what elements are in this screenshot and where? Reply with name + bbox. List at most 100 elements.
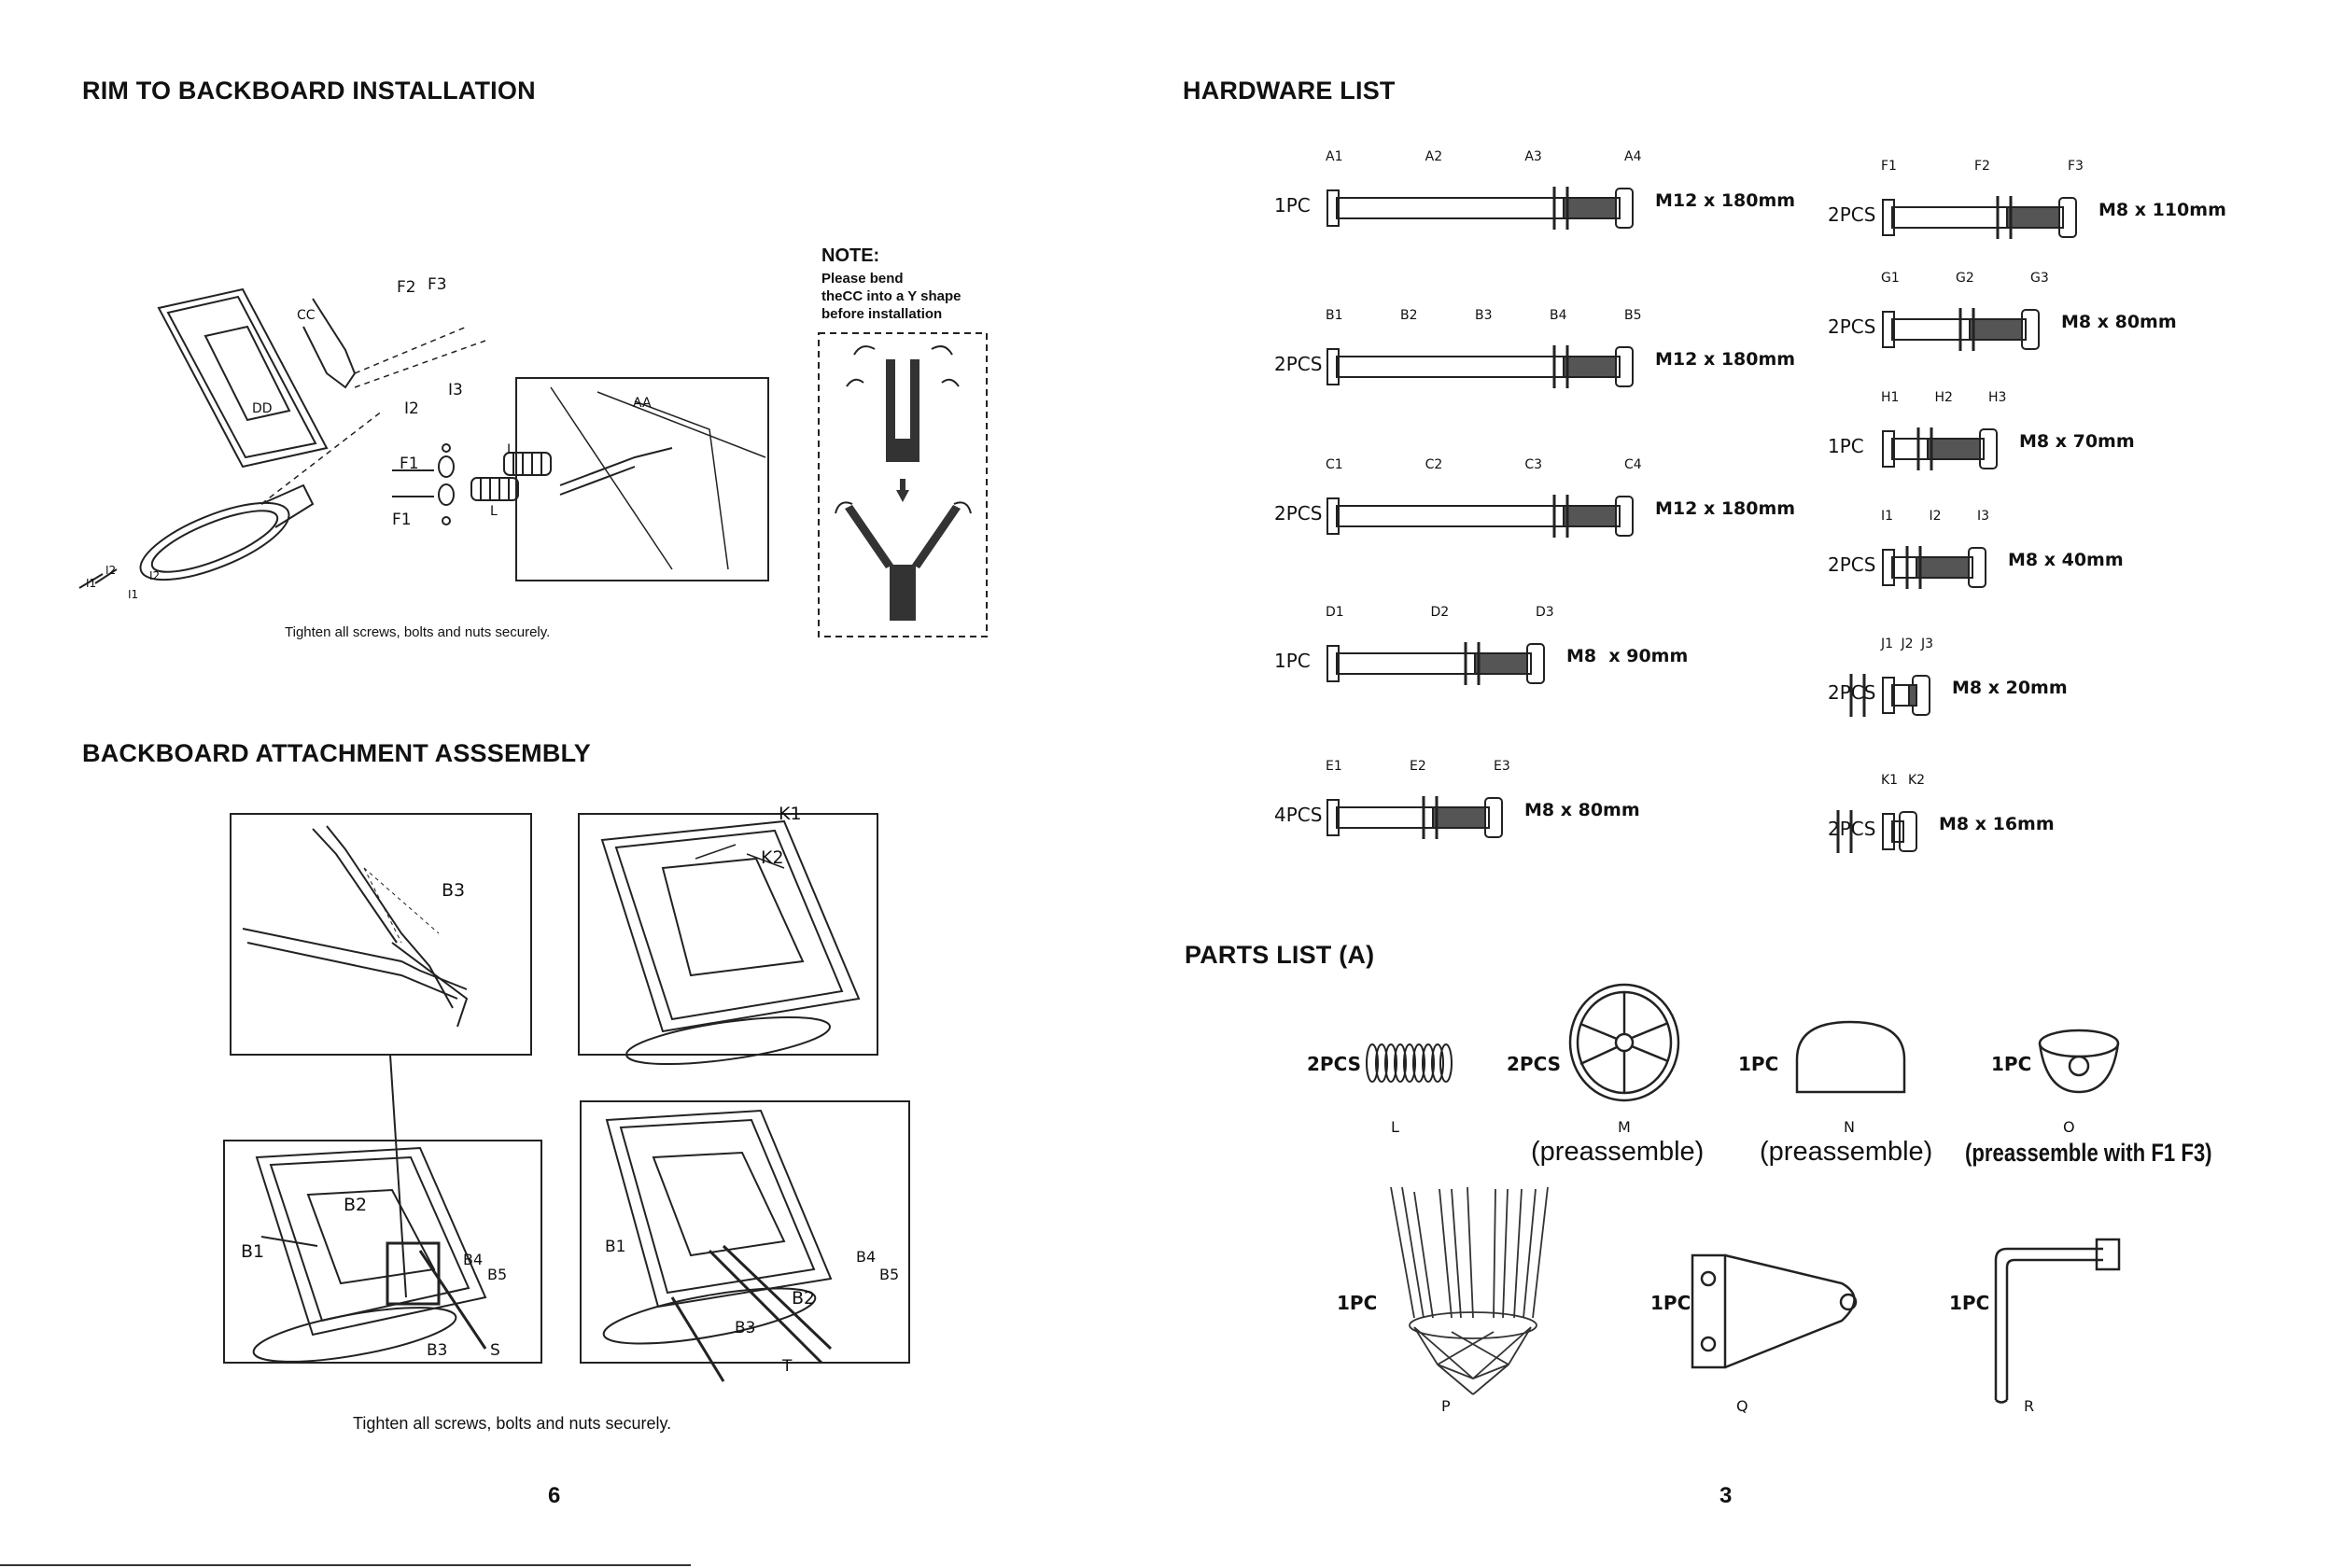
- hardware-part-label: A2: [1425, 149, 1443, 164]
- hardware-part-label: H2: [1934, 390, 1953, 405]
- hardware-list-title: HARDWARE LIST: [1183, 77, 1396, 105]
- part-n-letter: N: [1844, 1118, 1855, 1136]
- handle-icon: [1994, 1238, 2121, 1404]
- hardware-part-label: J1: [1881, 637, 1894, 651]
- label-t: T: [782, 1357, 793, 1376]
- cup-icon: [2038, 1029, 2120, 1094]
- label-b3-panel1: B3: [442, 880, 466, 901]
- hardware-part-label: I2: [1929, 509, 1942, 524]
- label-i1-a: I1: [86, 577, 97, 590]
- hardware-part-label: K1: [1881, 773, 1899, 788]
- hardware-part-label: I3: [1977, 509, 1990, 524]
- hardware-qty: 1PC: [1274, 650, 1311, 672]
- rim-caption: Tighten all screws, bolts and nuts secur…: [285, 624, 551, 640]
- rim-installation-title: RIM TO BACKBOARD INSTALLATION: [82, 77, 536, 105]
- hardware-size: M8 x 80mm: [1524, 800, 1640, 820]
- attachment-title: BACKBOARD ATTACHMENT ASSSEMBLY: [82, 739, 591, 767]
- page-number-right: 3: [1719, 1483, 1733, 1508]
- note-title: NOTE:: [821, 245, 880, 266]
- hardware-part-label: D2: [1430, 605, 1450, 620]
- bolt-icon: [1882, 546, 1986, 589]
- hardware-part-label: F1: [1881, 159, 1897, 174]
- hardware-size: M8 x 70mm: [2019, 431, 2135, 452]
- hardware-part-label: C2: [1425, 457, 1443, 472]
- hardware-part-label: A3: [1524, 149, 1542, 164]
- bolt-icon: [1326, 796, 1503, 839]
- hardware-qty: 2PCS: [1274, 502, 1323, 525]
- label-b1-panel4: B1: [605, 1238, 626, 1256]
- part-q-letter: Q: [1736, 1397, 1748, 1415]
- bolt-icon: [1326, 187, 1634, 230]
- hardware-size: M8 x 110mm: [2098, 200, 2226, 220]
- bolt-icon: [1326, 345, 1634, 388]
- hardware-part-label: K2: [1908, 773, 1926, 788]
- bolt-icon: [1882, 196, 2077, 239]
- label-i2-a: I2: [105, 564, 117, 577]
- hardware-size: M8 x 16mm: [1939, 814, 2055, 834]
- label-f3: F3: [428, 275, 447, 294]
- part-m-letter: M: [1618, 1118, 1631, 1136]
- note-bend-diagram: [818, 332, 988, 637]
- bottom-rule: [0, 1564, 691, 1566]
- part-p-qty: 1PC: [1337, 1292, 1378, 1314]
- part-m-note: (preassemble): [1531, 1137, 1705, 1167]
- hardware-part-label: F3: [2068, 159, 2084, 174]
- hardware-part-label: D3: [1536, 605, 1554, 620]
- label-b2-panel4: B2: [792, 1288, 816, 1309]
- label-b5-panel4: B5: [879, 1266, 900, 1283]
- label-i1-b: I1: [128, 588, 139, 601]
- label-b2-panel3: B2: [344, 1195, 368, 1215]
- hardware-size: M12 x 180mm: [1655, 498, 1796, 519]
- cap-icon: [1795, 1020, 1906, 1094]
- hardware-part-label: H3: [1988, 390, 2007, 405]
- spring-icon: [1366, 1043, 1453, 1083]
- hardware-size: M8 x 90mm: [1566, 646, 1689, 666]
- label-f1-bottom: F1: [392, 511, 412, 529]
- attachment-caption: Tighten all screws, bolts and nuts secur…: [353, 1414, 672, 1433]
- label-f2: F2: [397, 278, 416, 297]
- bolt-icon: [1326, 642, 1545, 685]
- hardware-part-label: F2: [1974, 159, 1990, 174]
- hardware-size: M8 x 40mm: [2008, 550, 2124, 570]
- label-i2: I2: [404, 399, 419, 418]
- hardware-part-label: G3: [2030, 271, 2049, 286]
- label-s: S: [490, 1341, 500, 1360]
- hardware-part-label: B3: [1475, 308, 1493, 323]
- label-i2-b: I2: [149, 569, 161, 582]
- hardware-size: M12 x 180mm: [1655, 349, 1796, 370]
- hardware-part-label: D1: [1326, 605, 1344, 620]
- hardware-part-label: A1: [1326, 149, 1343, 164]
- label-k2: K2: [761, 847, 784, 868]
- hardware-size: M12 x 180mm: [1655, 190, 1796, 211]
- hardware-part-label: C3: [1524, 457, 1543, 472]
- hardware-part-label: I1: [1881, 509, 1894, 524]
- bolt-icon: [1882, 308, 2040, 351]
- hardware-qty: 2PCS: [1828, 203, 1876, 226]
- part-o-qty: 1PC: [1991, 1053, 2032, 1075]
- attachment-diagram: [223, 813, 910, 1382]
- hardware-part-label: B5: [1624, 308, 1642, 323]
- note-line-1: Please bend: [821, 271, 904, 287]
- part-n-note: (preassemble): [1760, 1137, 1933, 1167]
- part-r-qty: 1PC: [1949, 1292, 1990, 1314]
- part-r-letter: R: [2024, 1397, 2035, 1415]
- hardware-qty: 4PCS: [1274, 804, 1323, 826]
- bracket-icon: [1691, 1253, 1858, 1369]
- label-b4-panel4: B4: [856, 1248, 877, 1266]
- hardware-qty: 2PCS: [1274, 353, 1323, 375]
- hardware-part-label: G1: [1881, 271, 1900, 286]
- parts-list-title: PARTS LIST (A): [1185, 941, 1375, 969]
- label-b3-panel4: B3: [735, 1319, 756, 1337]
- hardware-part-label: E2: [1410, 759, 1426, 774]
- part-q-qty: 1PC: [1650, 1292, 1691, 1314]
- part-o-note: (preassemble with F1 F3): [1965, 1139, 2212, 1167]
- hardware-part-label: C4: [1624, 457, 1642, 472]
- part-m-qty: 2PCS: [1507, 1053, 1562, 1075]
- label-cc: CC: [297, 308, 316, 323]
- label-b3-panel3: B3: [427, 1341, 448, 1360]
- page-number-left: 6: [548, 1483, 561, 1508]
- hardware-part-label: H1: [1881, 390, 1900, 405]
- hardware-qty: 1PC: [1828, 435, 1864, 457]
- bolt-icon: [1326, 495, 1634, 538]
- label-b5-panel3: B5: [487, 1266, 508, 1283]
